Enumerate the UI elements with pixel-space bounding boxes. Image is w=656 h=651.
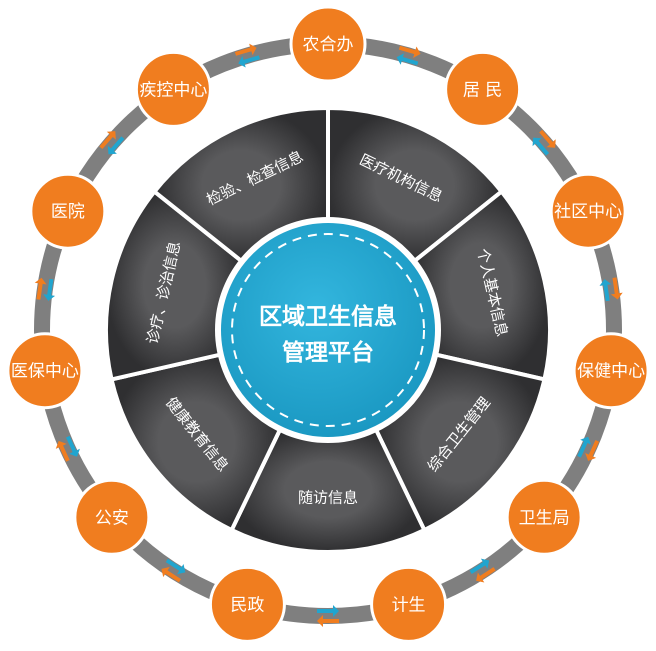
double-arrow-icon [469,558,496,583]
node-circle [29,172,107,250]
node-label: 医院 [51,202,85,222]
arrow-orange-icon [234,43,257,56]
arrow-blue-icon [469,558,490,575]
arrow-blue-icon [396,53,419,66]
node-circle [549,172,627,250]
node: 疾控中心 [134,50,212,128]
arrow-blue-icon [577,436,592,458]
arrow-orange-icon [539,129,556,148]
node-label: 公安 [95,508,129,528]
node-label: 农合办 [303,35,354,55]
double-arrow-icon [55,435,80,462]
node-circle [134,50,212,128]
center-circle [215,217,441,443]
node: 保健中心 [572,332,650,410]
arrow-orange-icon [34,277,47,300]
center-title-line2: 管理平台 [282,339,374,366]
node: 医院 [29,172,107,250]
double-arrow-icon [34,277,56,301]
arrow-orange-icon [610,277,623,300]
center-title-line1: 区域卫生信息 [259,303,397,330]
arrow-orange-icon [317,615,339,627]
node-label: 疾控中心 [139,80,207,100]
center-dashed-ring [231,233,425,427]
double-arrow-icon [396,45,421,66]
segment-label: 随访信息 [298,489,358,507]
arrows-layer [34,43,623,627]
node: 居 民 [444,50,522,128]
node-circle [370,565,448,643]
arrow-blue-icon [107,136,125,155]
arrow-orange-icon [161,567,182,583]
arrow-blue-icon [599,279,612,302]
node: 社区中心 [549,172,627,250]
arrow-blue-icon [66,435,80,457]
node-circle [6,332,84,410]
double-arrow-icon [317,605,339,627]
arrow-orange-icon [99,131,116,150]
double-arrow-icon [532,129,556,156]
double-arrow-icon [234,43,260,68]
node: 农合办 [289,5,367,83]
double-arrow-icon [577,436,600,461]
node: 计生 [370,565,448,643]
arrow-blue-icon [43,278,56,301]
node-circle [73,478,151,556]
node-label: 卫生局 [519,508,570,528]
node-label: 社区中心 [554,202,622,222]
arrow-blue-icon [532,137,550,156]
node-circle [505,478,583,556]
node-label: 居 民 [463,80,502,100]
node-circle [444,50,522,128]
arrow-blue-icon [317,605,339,617]
node: 公安 [73,478,151,556]
node-label: 医保中心 [11,362,79,382]
node-label: 民政 [230,595,264,615]
node-circle [289,5,367,83]
node: 卫生局 [505,478,583,556]
arrow-blue-icon [165,558,186,575]
arrow-orange-icon [55,440,70,462]
arrow-orange-icon [398,45,421,58]
node-label: 保健中心 [577,362,645,382]
arrow-orange-icon [476,567,496,583]
arrow-orange-icon [585,440,600,461]
node-circle [572,332,650,410]
double-arrow-icon [99,131,125,155]
node: 民政 [208,565,286,643]
arrow-blue-icon [238,55,260,68]
node-circle [208,565,286,643]
node: 医保中心 [6,332,84,410]
double-arrow-icon [161,558,186,583]
node-label: 计生 [392,595,426,615]
double-arrow-icon [599,277,623,302]
